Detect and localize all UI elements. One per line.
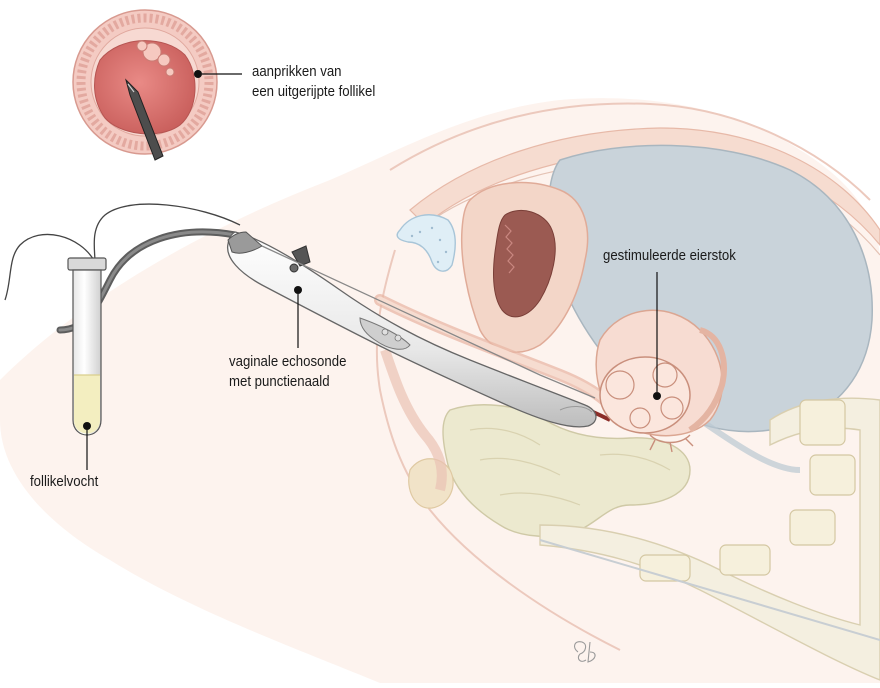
- test-tube: [68, 258, 106, 435]
- fluid-pointer-dot: [83, 422, 91, 430]
- follicle-pointer-dot: [194, 70, 202, 78]
- fluid-label: follikelvocht: [30, 472, 98, 492]
- probe-label: vaginale echosonde met punctienaald: [229, 352, 346, 392]
- probe-pointer-dot: [294, 286, 302, 294]
- follicle-puncture-inset: [73, 10, 217, 160]
- follicle-puncture-label: aanprikken van een uitgerijpte follikel: [252, 62, 375, 102]
- fluid-label-line1: follikelvocht: [30, 472, 98, 492]
- ovary-pointer-dot: [653, 392, 661, 400]
- ovary-label: gestimuleerde eierstok: [603, 246, 736, 266]
- follicle-puncture-label-line1: aanprikken van: [252, 62, 375, 82]
- ovary-label-line1: gestimuleerde eierstok: [603, 246, 736, 266]
- follicle-puncture-label-line2: een uitgerijpte follikel: [252, 82, 375, 102]
- probe-label-line1: vaginale echosonde: [229, 352, 346, 372]
- probe-label-line2: met punctienaald: [229, 372, 346, 392]
